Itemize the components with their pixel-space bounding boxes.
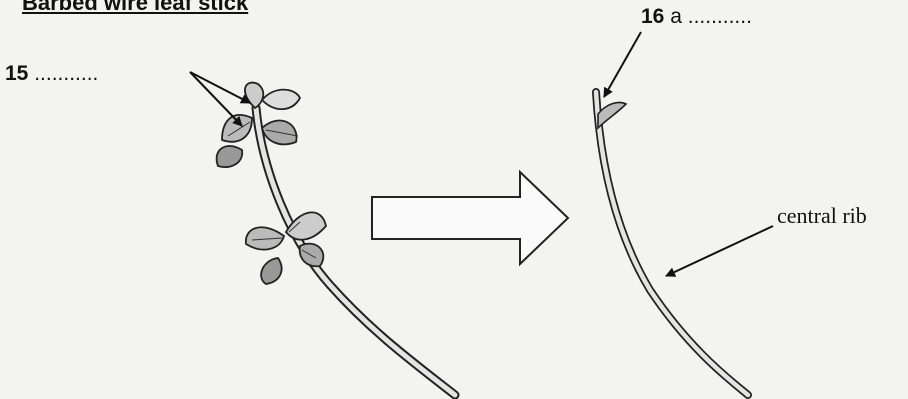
barb-hook <box>598 102 626 128</box>
right-arrow-outline-icon <box>372 172 568 264</box>
barbed-stick-icon <box>596 92 748 395</box>
